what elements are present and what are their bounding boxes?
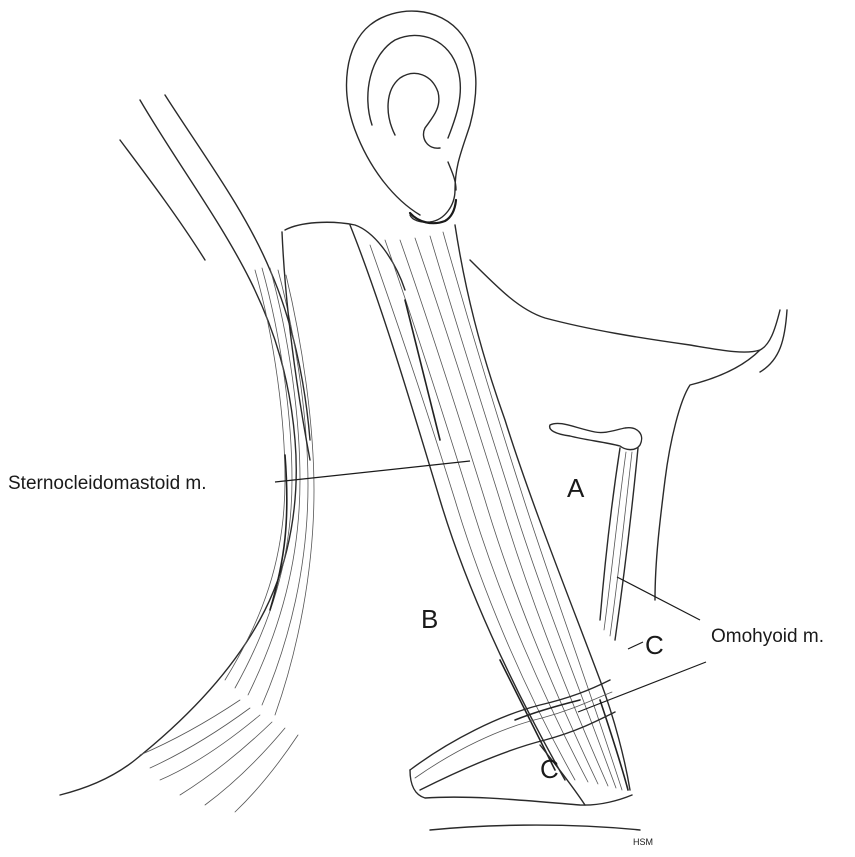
sternocleidomastoid-muscle xyxy=(350,225,630,790)
sternocleidomastoid-label: Sternocleidomastoid m. xyxy=(8,473,207,494)
clavicle-outline xyxy=(410,745,640,830)
mandible-outline xyxy=(470,260,787,600)
omohyoid-label: Omohyoid m. xyxy=(711,626,824,647)
region-c-lower-label: C xyxy=(540,754,559,784)
infrahyoid-strap-muscles xyxy=(600,448,638,640)
artist-signature: HSM xyxy=(633,837,653,847)
omohyoid-leader-upper xyxy=(617,577,700,620)
region-c-upper-label: C xyxy=(645,630,664,660)
omohyoid-muscle xyxy=(410,680,615,790)
region-a-label: A xyxy=(567,473,585,503)
omohyoid-leader-lower xyxy=(578,662,706,712)
superior-nuchal-line xyxy=(285,222,405,290)
region-c-upper-arrow xyxy=(628,642,643,649)
region-b-label: B xyxy=(421,604,438,634)
sternocleidomastoid-leader xyxy=(275,461,470,482)
ear-drawing xyxy=(347,11,476,223)
posterior-neck-outline xyxy=(60,95,314,812)
hyoid-bone xyxy=(550,423,642,449)
